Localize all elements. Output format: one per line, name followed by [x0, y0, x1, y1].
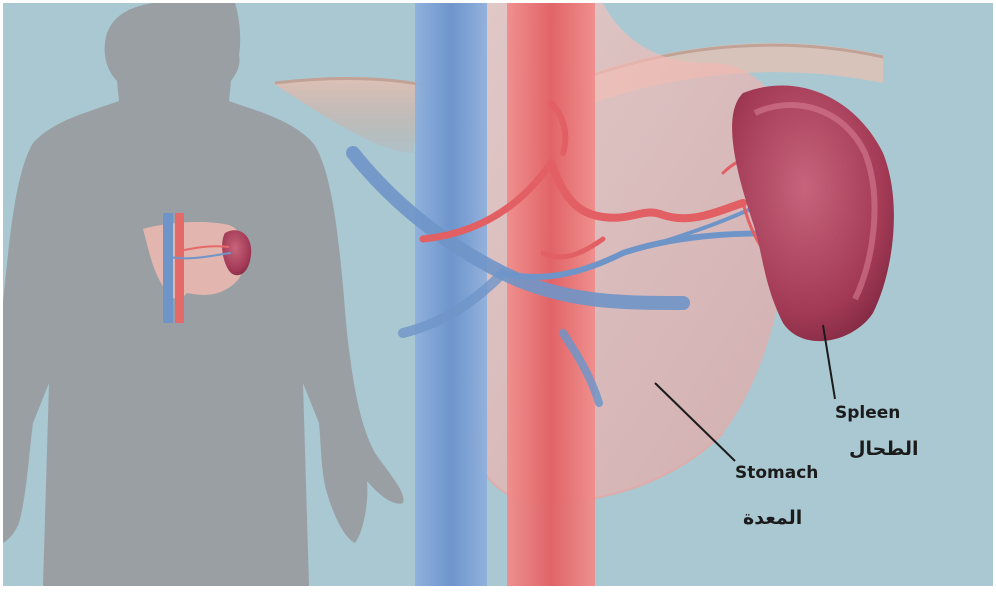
stomach-label-en: Stomach: [735, 463, 818, 483]
stomach-label-ar: المعدة: [743, 507, 802, 529]
anatomy-illustration: Spleen الطحال Stomach المعدة: [3, 3, 993, 586]
illustration-svg: [3, 3, 993, 586]
spleen-label-ar: الطحال: [849, 438, 918, 460]
spleen-label-en: Spleen: [835, 403, 900, 423]
